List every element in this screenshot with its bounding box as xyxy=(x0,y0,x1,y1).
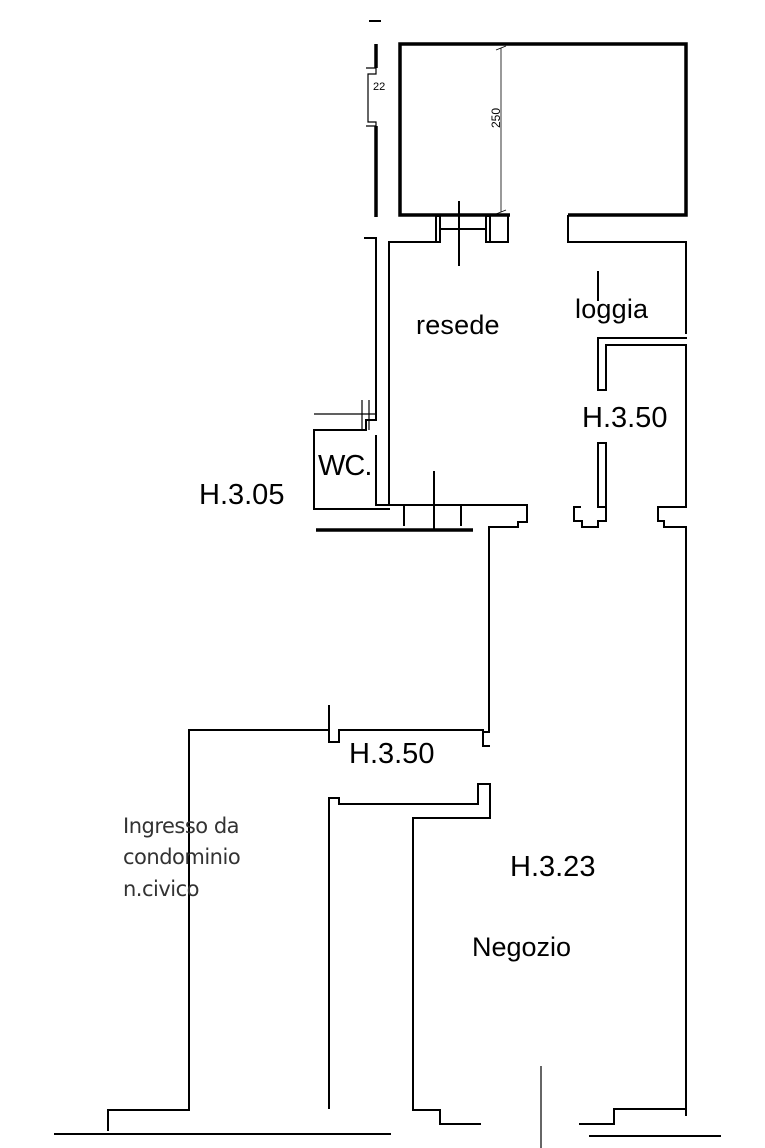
entrance-note-line2: condominio xyxy=(123,845,241,869)
wall-corridor-left-upper xyxy=(482,526,490,747)
wall-loggia-partition-lower xyxy=(597,442,607,508)
pier-right xyxy=(657,506,687,1116)
wall-upper-room xyxy=(398,42,688,217)
pier-middle xyxy=(573,506,607,528)
entrance-note-line1: Ingresso da xyxy=(123,814,240,838)
dimension-tick-bottom xyxy=(495,209,507,215)
dimension-tick-top xyxy=(495,45,507,51)
height-label-negozio: H.3.23 xyxy=(510,851,596,883)
dimension-label-250: 250 xyxy=(489,107,503,128)
room-label-wc: WC. xyxy=(318,450,372,482)
entrance-note-line3: n.civico xyxy=(123,877,200,901)
wall-loggia-partition-inner xyxy=(605,344,687,391)
room-label-resede: resede xyxy=(416,310,500,340)
height-label-wc: H.3.05 xyxy=(199,479,285,511)
dimension-label-22: 22 xyxy=(373,81,386,93)
wall-corridor-top xyxy=(188,729,484,1111)
wall-resede-top-left xyxy=(388,241,437,506)
height-label-loggia: H.3.50 xyxy=(582,402,668,434)
wall-corridor-bottom xyxy=(328,783,491,1111)
wall-resede-top-right xyxy=(567,215,687,334)
wall-negozio-bottom-left xyxy=(412,1109,481,1125)
height-label-corridor: H.3.50 xyxy=(349,738,435,770)
room-label-loggia: loggia xyxy=(575,294,649,324)
wall-wc xyxy=(313,419,390,510)
wall-left-jamb xyxy=(366,67,377,127)
wall-resede-bottom xyxy=(388,504,528,528)
wall-loggia-partition-upper xyxy=(597,337,687,391)
room-label-negozio: Negozio xyxy=(472,932,572,962)
wall-negozio-bottom-right xyxy=(579,1108,687,1125)
wall-entrance-step xyxy=(107,1109,190,1131)
wall-wc-inner xyxy=(375,435,390,506)
